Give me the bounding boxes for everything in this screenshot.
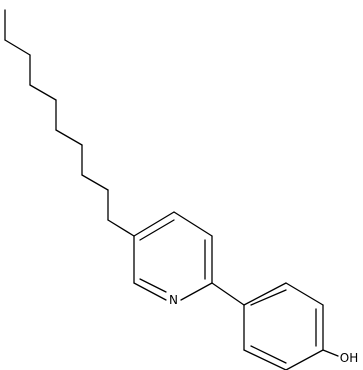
ring-double-bond-inner bbox=[250, 345, 287, 364]
chain-bond bbox=[55, 129, 83, 146]
ring-bond bbox=[285, 349, 324, 370]
ring-bond bbox=[173, 211, 213, 237]
ring-bond bbox=[285, 282, 324, 306]
chain-bond bbox=[29, 84, 57, 101]
nitrogen-atom-label: N bbox=[169, 293, 178, 307]
ring-bond bbox=[133, 211, 175, 237]
ring-double-bond-inner bbox=[139, 278, 167, 293]
ring-bond bbox=[243, 349, 287, 370]
ring-bond bbox=[133, 282, 167, 301]
ring-bond bbox=[243, 282, 287, 306]
biaryl-bond bbox=[211, 282, 245, 306]
hydroxyl-group-label: OH bbox=[340, 351, 358, 365]
ring-bond bbox=[180, 282, 213, 301]
chain-bond bbox=[107, 219, 135, 237]
ring-double-bond-inner bbox=[250, 289, 287, 306]
phenol-ring bbox=[243, 282, 324, 370]
chain-bond bbox=[4, 39, 31, 56]
pyridine-ring bbox=[133, 211, 213, 301]
octyl-chain bbox=[4, 9, 135, 237]
hydroxyl-bond bbox=[322, 349, 339, 357]
chain-bond bbox=[81, 174, 109, 191]
ring-double-bond-inner bbox=[139, 219, 175, 241]
